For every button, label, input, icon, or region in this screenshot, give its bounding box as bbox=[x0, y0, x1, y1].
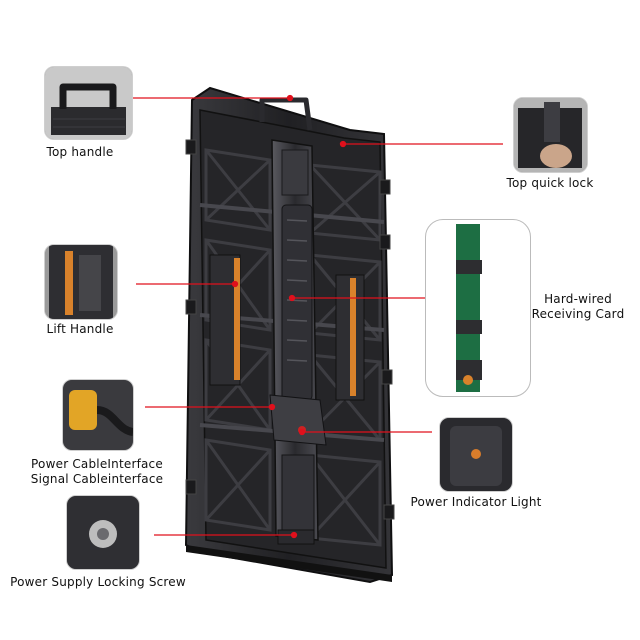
label-power-indicator: Power Indicator Light bbox=[410, 495, 542, 509]
power-cable-thumbnail bbox=[62, 379, 134, 451]
lift-handle-thumbnail bbox=[44, 244, 118, 320]
label-lift-handle: Lift Handle bbox=[46, 322, 114, 336]
receiving-card-thumbnail bbox=[425, 219, 531, 397]
label-power-cable: Power CableInterface Signal Cableinterfa… bbox=[30, 457, 164, 486]
power-indicator-thumbnail bbox=[439, 417, 513, 492]
top-quick-lock-thumbnail bbox=[513, 97, 588, 173]
locking-screw-thumbnail bbox=[66, 495, 140, 570]
lift-handle-right bbox=[335, 274, 365, 401]
label-top-handle: Top handle bbox=[46, 145, 114, 159]
label-receiving-card: Hard-wired Receiving Card bbox=[531, 292, 625, 321]
label-top-quick-lock: Top quick lock bbox=[506, 176, 594, 190]
label-locking-screw: Power Supply Locking Screw bbox=[10, 575, 186, 589]
top-handle-thumbnail bbox=[44, 66, 133, 140]
lift-handle-left bbox=[209, 254, 241, 386]
